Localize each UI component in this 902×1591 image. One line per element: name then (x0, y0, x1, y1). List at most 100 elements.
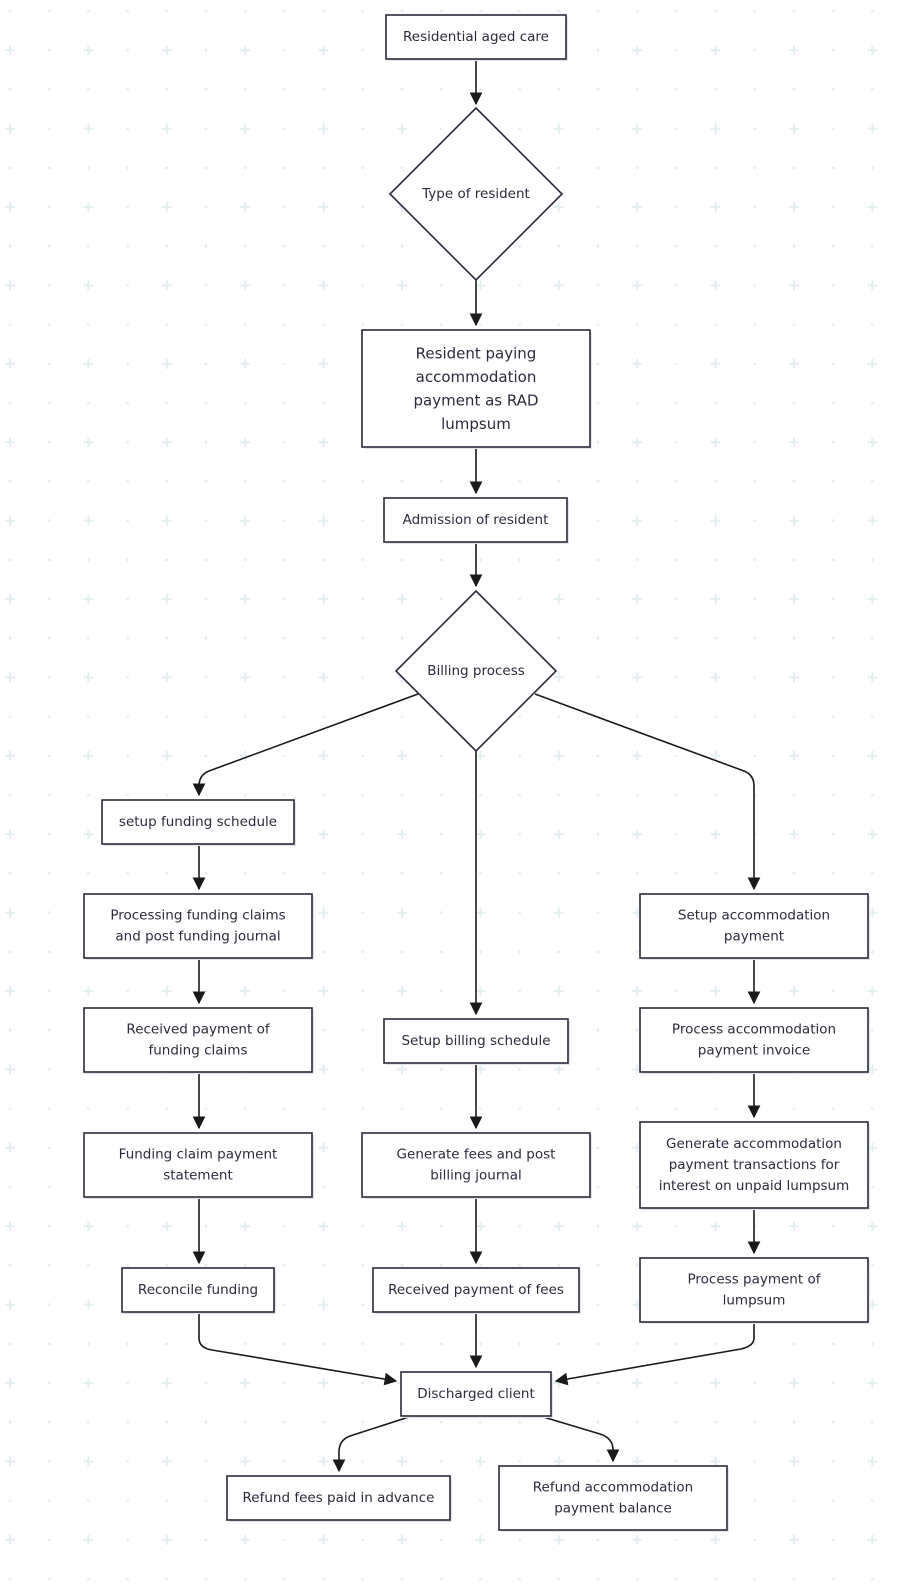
grid-dot (714, 244, 717, 248)
grid-dot (47, 754, 51, 758)
grid-dot (283, 9, 286, 13)
grid-dot (361, 88, 365, 91)
grid-dot (47, 989, 51, 993)
grid-dot (47, 9, 51, 13)
grid-dot (8, 1028, 12, 1032)
grid-dot (47, 1107, 51, 1110)
grid-dot (871, 1185, 874, 1189)
grid-dot (361, 48, 365, 52)
grid-dot (831, 1420, 835, 1424)
grid-dot (87, 636, 90, 640)
grid-dot (871, 1107, 874, 1110)
node-label-line: Reconcile funding (138, 1282, 258, 1298)
grid-dot (557, 872, 561, 875)
node-label-line: payment invoice (698, 1043, 810, 1059)
grid-dot (47, 1577, 51, 1581)
grid-dot (596, 323, 600, 326)
grid-plus (318, 750, 329, 761)
grid-plus (867, 123, 878, 134)
grid-dot (439, 1107, 443, 1110)
grid-plus (161, 1221, 172, 1232)
grid-dot (518, 715, 521, 718)
grid-plus (318, 1221, 329, 1232)
grid-dot (675, 989, 678, 993)
grid-dot (400, 636, 404, 640)
grid-dot (361, 1068, 365, 1071)
grid-plus (318, 829, 329, 840)
grid-dot (283, 715, 286, 718)
grid-dot (871, 1028, 874, 1032)
grid-dot (635, 636, 639, 640)
grid-dot (126, 793, 129, 797)
grid-dot (518, 950, 521, 954)
grid-dot (47, 1420, 51, 1424)
grid-plus (161, 1378, 172, 1388)
grid-dot (518, 88, 521, 91)
grid-plus (318, 202, 329, 212)
grid-dot (675, 1538, 678, 1542)
grid-plus (5, 672, 15, 683)
grid-dot (635, 1028, 639, 1032)
grid-plus (710, 986, 721, 996)
grid-dot (165, 558, 169, 562)
grid-dot (361, 323, 365, 326)
grid-dot (126, 989, 129, 993)
grid-dot (439, 323, 443, 326)
grid-plus (240, 672, 251, 683)
grid-dot (753, 48, 757, 52)
grid-dot (831, 127, 835, 130)
grid-dot (518, 9, 521, 13)
grid-dot (126, 676, 129, 679)
grid-dot (518, 1460, 521, 1463)
grid-plus (710, 1221, 721, 1232)
grid-dot (596, 9, 600, 13)
grid-dot (283, 284, 286, 287)
grid-plus (240, 45, 251, 56)
grid-plus (5, 1534, 15, 1545)
grid-dot (635, 1342, 639, 1346)
grid-plus (5, 1221, 15, 1232)
grid-dot (714, 1577, 717, 1581)
grid-plus (475, 1456, 486, 1467)
grid-dot (204, 1224, 208, 1228)
grid-dot (361, 1342, 365, 1346)
grid-plus (5, 358, 15, 369)
grid-dot (753, 362, 757, 366)
node-reconcile-funding: Reconcile funding (121, 1267, 276, 1314)
grid-dot (596, 832, 600, 836)
grid-dot (322, 9, 325, 13)
grid-plus (553, 907, 564, 918)
grid-plus (632, 123, 643, 134)
grid-dot (871, 1499, 874, 1502)
grid-plus (240, 515, 251, 526)
grid-dot (753, 558, 757, 562)
grid-dot (831, 401, 835, 405)
grid-dot (596, 1068, 600, 1071)
grid-plus (632, 280, 643, 291)
grid-plus (5, 515, 15, 526)
grid-dot (792, 636, 796, 640)
grid-dot (400, 480, 404, 483)
grid-dot (439, 989, 443, 993)
grid-dot (675, 9, 678, 13)
process-box (101, 799, 295, 845)
grid-dot (47, 1538, 51, 1542)
grid-dot (8, 401, 12, 405)
grid-dot (87, 244, 90, 248)
grid-dot (283, 1381, 286, 1385)
grid-dot (361, 519, 365, 522)
grid-plus (867, 358, 878, 369)
grid-dot (518, 244, 521, 248)
grid-plus (475, 986, 486, 996)
grid-dot (361, 166, 365, 170)
grid-dot (439, 793, 443, 797)
grid-plus (83, 123, 94, 134)
grid-dot (87, 1342, 90, 1346)
grid-plus (789, 202, 799, 212)
grid-dot (243, 1577, 247, 1581)
grid-dot (361, 1264, 365, 1267)
grid-plus (5, 437, 15, 448)
grid-dot (283, 676, 286, 679)
grid-plus (5, 1378, 15, 1388)
